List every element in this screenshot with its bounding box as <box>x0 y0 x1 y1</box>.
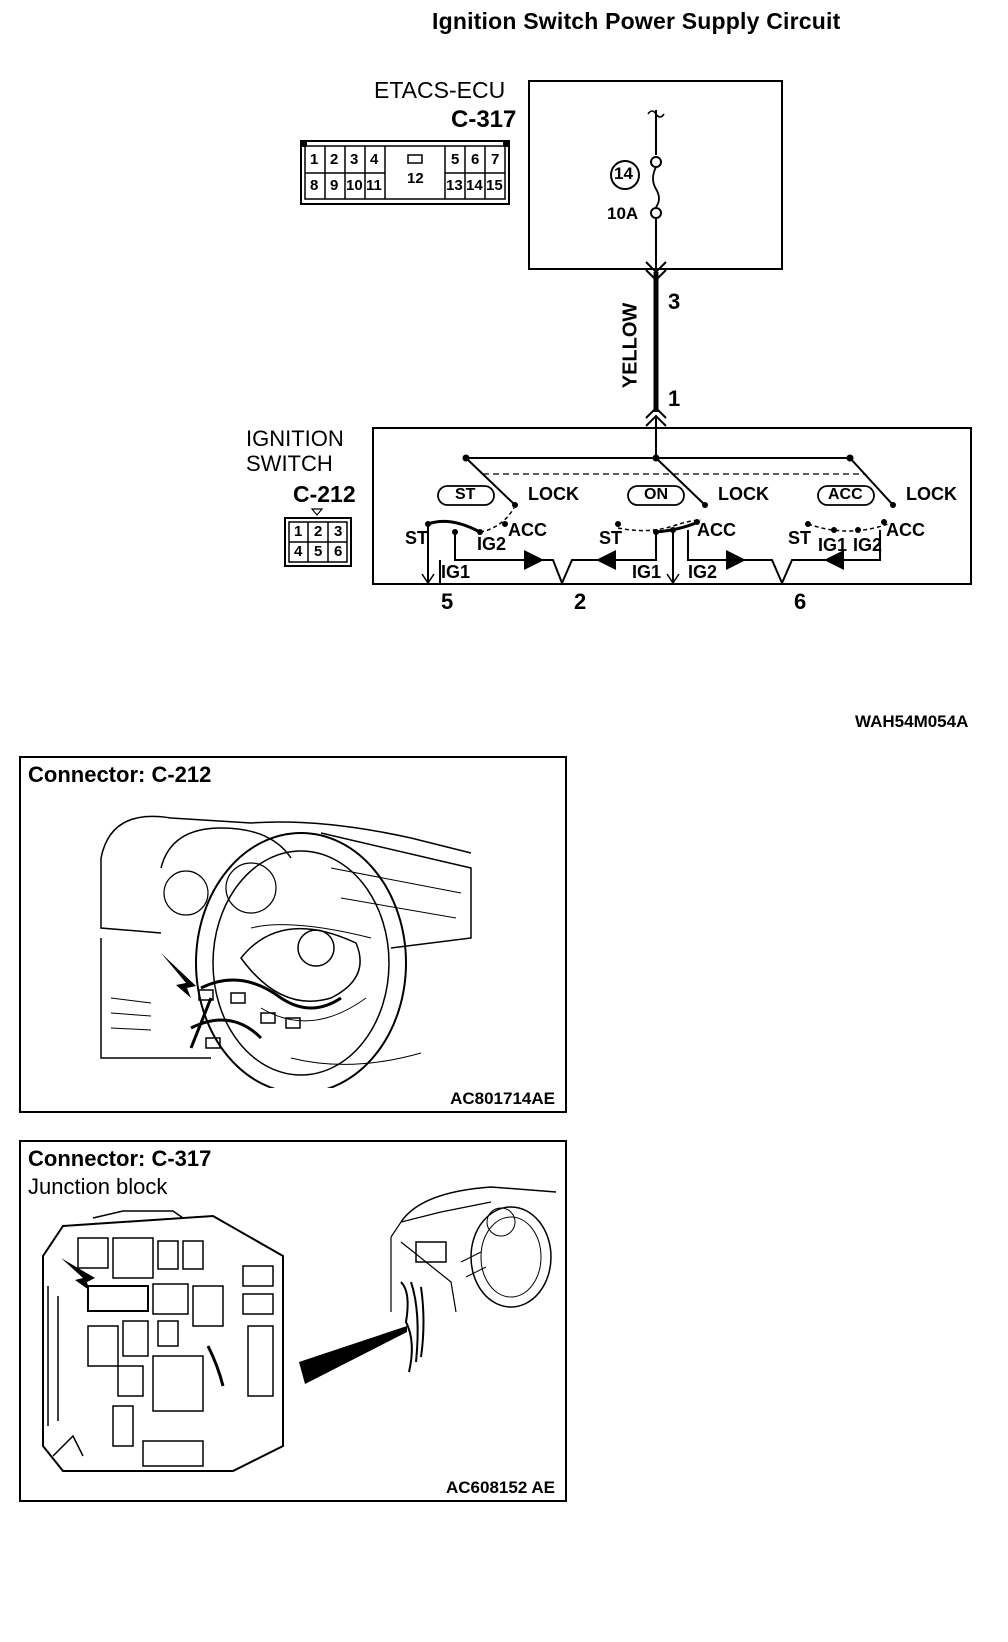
c317-pin: 7 <box>491 151 500 168</box>
c317-pin: 14 <box>466 177 483 194</box>
position-acc: ACC <box>828 486 863 503</box>
ig2-label: IG2 <box>477 534 507 554</box>
panel-subtitle: Junction block <box>28 1174 168 1199</box>
ignition-switch-name-2: SWITCH <box>246 451 333 476</box>
terminal-pin-6: 6 <box>794 589 807 614</box>
c317-pin: 13 <box>446 177 463 194</box>
acc-label: ACC <box>886 520 925 540</box>
c317-pin: 11 <box>366 177 382 194</box>
page-title: Ignition Switch Power Supply Circuit <box>432 8 841 34</box>
lock-label: LOCK <box>528 484 579 504</box>
ecu-name: ETACS-ECU <box>374 77 506 103</box>
c212-pin: 4 <box>294 543 303 560</box>
leader-pointer <box>299 1582 409 1642</box>
c317-pin: 1 <box>310 151 319 168</box>
c212-pin: 1 <box>294 523 303 540</box>
fuse-number-circle <box>610 160 640 190</box>
steering-column-illustration <box>100 815 472 1088</box>
c317-pin: 15 <box>486 177 503 194</box>
lock-label: LOCK <box>906 484 957 504</box>
position-st: ST <box>455 486 476 503</box>
lock-label: LOCK <box>718 484 769 504</box>
c317-pin: 9 <box>330 177 339 194</box>
position-on-oval <box>627 485 685 506</box>
fuse-number: 14 <box>614 164 633 183</box>
c317-pin: 3 <box>350 151 359 168</box>
leader-wedge <box>299 1326 407 1384</box>
ignition-switch-box <box>372 427 972 585</box>
position-on: ON <box>644 486 668 503</box>
c317-pin: 6 <box>471 151 480 168</box>
panel-title: Connector: C-212 <box>28 762 212 787</box>
ig1-label: IG1 <box>632 562 662 582</box>
ignition-switch-name-1: IGNITION <box>246 426 344 451</box>
acc-label: ACC <box>697 520 736 540</box>
switch-connector-code: C-212 <box>293 481 356 507</box>
ecu-connector-code: C-317 <box>451 106 517 133</box>
c317-pin: 8 <box>310 177 319 194</box>
ig2-label: IG2 <box>853 535 883 555</box>
terminal-pin-2: 2 <box>574 589 587 614</box>
ig2-label: IG2 <box>688 562 718 582</box>
c317-pin: 2 <box>330 151 339 168</box>
c212-pin: 6 <box>334 543 343 560</box>
panel-title: Connector: C-317 <box>28 1146 212 1171</box>
fuse-rating: 10A <box>607 204 639 223</box>
image-code: AC608152 AE <box>446 1478 555 1497</box>
st-label: ST <box>599 528 623 548</box>
c212-pin: 2 <box>314 523 323 540</box>
connector-c212-panel: Connector: C-212 AC801714AE <box>19 756 567 1113</box>
c212-pin: 5 <box>314 543 323 560</box>
c317-pin: 5 <box>451 151 460 168</box>
image-code: AC801714AE <box>450 1089 555 1108</box>
dashboard-location-illustration <box>390 1186 557 1373</box>
terminal-pin-5: 5 <box>441 589 454 614</box>
connector-c317-panel: Connector: C-317 Junction block <box>19 1140 567 1502</box>
position-st-oval <box>437 485 495 506</box>
st-label: ST <box>405 528 429 548</box>
ig1-label: IG1 <box>441 562 471 582</box>
acc-label: ACC <box>508 520 547 540</box>
c212-connector-face <box>284 508 352 567</box>
ig1-label: IG1 <box>818 535 848 555</box>
c317-pin: 12 <box>407 170 424 187</box>
wire-color-label: YELLOW <box>619 302 642 389</box>
c212-pin: 3 <box>334 523 343 540</box>
diagram-code: WAH54M054A <box>855 712 969 731</box>
wiring-diagram <box>284 80 972 586</box>
c317-pin: 10 <box>346 177 363 194</box>
c317-connector-face <box>300 140 510 205</box>
position-acc-oval <box>817 485 875 506</box>
switch-pin-1: 1 <box>668 386 681 411</box>
c317-pin: 4 <box>370 151 379 168</box>
ecu-pin-3: 3 <box>668 289 681 314</box>
st-label: ST <box>788 528 812 548</box>
junction-block-illustration <box>42 1210 284 1472</box>
